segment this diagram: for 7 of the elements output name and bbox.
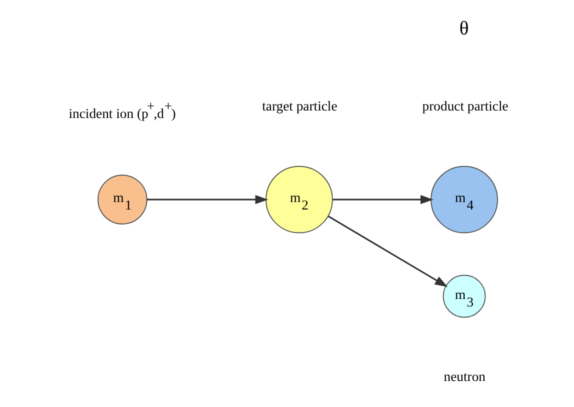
node-label: product particle: [422, 98, 508, 114]
arrow: [327, 216, 448, 288]
label: θ: [458, 18, 468, 40]
node-label: neutron: [443, 368, 485, 384]
arrow: [146, 195, 268, 204]
node-label: target particle: [262, 98, 337, 114]
arrow: [332, 195, 433, 204]
